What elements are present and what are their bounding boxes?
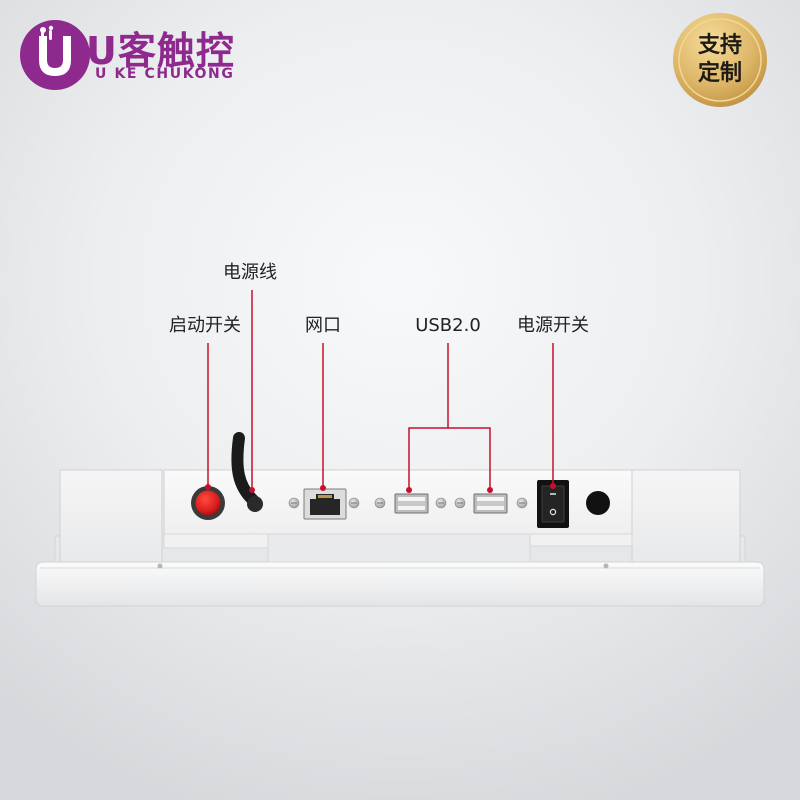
front-bezel <box>35 561 765 607</box>
label-power-cable: 电源线 <box>223 262 277 283</box>
right-bracket <box>631 469 741 563</box>
power-cable <box>231 432 263 512</box>
custom-badge <box>673 13 767 107</box>
screw <box>374 497 386 509</box>
brand-name-en: U KE CHUKONG <box>95 66 235 82</box>
brand-name-cn: U客触控 <box>86 29 235 73</box>
power-switch <box>537 480 569 528</box>
round-port-hole <box>586 491 610 515</box>
bezel-screw <box>603 563 609 569</box>
label-lan-port: 网口 <box>305 315 341 336</box>
lan-port <box>303 488 347 520</box>
usb-port-1 <box>394 493 429 514</box>
callout-line-usb-branch <box>408 427 491 490</box>
screw <box>288 497 300 509</box>
badge-line-2: 定制 <box>697 61 742 86</box>
usb-port-2 <box>473 493 508 514</box>
callout-lines <box>207 290 554 490</box>
label-power-switch: 电源开关 <box>517 315 589 336</box>
left-bracket <box>59 469 163 563</box>
callout-dots <box>205 483 556 493</box>
screw <box>348 497 360 509</box>
badge-line-1: 支持 <box>697 33 742 58</box>
screw <box>435 497 447 509</box>
bezel-screw <box>157 563 163 569</box>
start-button <box>191 486 225 520</box>
label-start-switch: 启动开关 <box>169 315 241 336</box>
screw <box>516 497 528 509</box>
u-logo-icon <box>20 20 90 90</box>
screw <box>454 497 466 509</box>
label-usb: USB2.0 <box>415 315 481 336</box>
